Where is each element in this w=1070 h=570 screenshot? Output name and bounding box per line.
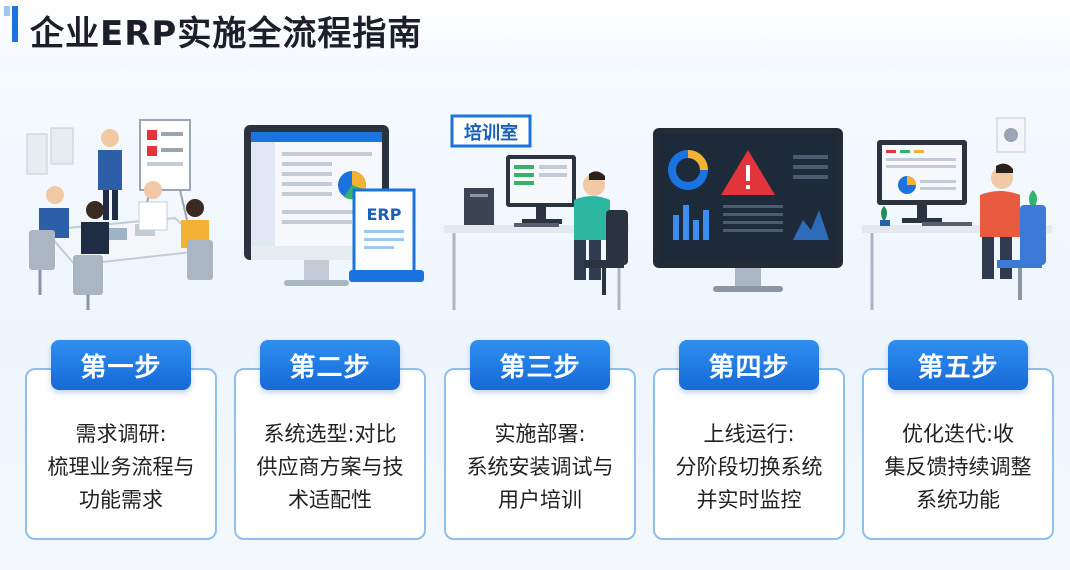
training-room-scene-icon: 培训室: [444, 114, 629, 310]
step-1: 第一步 需求调研: 梳理业务流程与 功能需求: [25, 0, 225, 570]
step-badge-4: 第四步: [679, 340, 819, 390]
step-card-1: [25, 368, 217, 540]
step-3-line-3: 用户培训: [498, 488, 582, 512]
step-card-2: [234, 368, 426, 540]
step-2: ERP 第二步 系统选型:对比 供应商方案与技 术适配性: [234, 0, 434, 570]
step-5-line-1: 优化迭代:收: [901, 422, 1015, 446]
step-card-3: [444, 368, 636, 540]
step-2-line-2: 供应商方案与技: [256, 455, 404, 479]
step-description-5: 优化迭代:收 集反馈持续调整 系统功能: [870, 418, 1046, 517]
step-3-line-2: 系统安装调试与: [466, 455, 614, 479]
step-5-line-2: 集反馈持续调整: [884, 455, 1032, 479]
page-title: 企业ERP实施全流程指南: [30, 14, 423, 54]
step-description-1: 需求调研: 梳理业务流程与 功能需求: [33, 418, 209, 517]
step-badge-3: 第三步: [470, 340, 610, 390]
step-badge-5: 第五步: [888, 340, 1028, 390]
step-2-line-1: 系统选型:对比: [263, 422, 397, 446]
step-card-4: [653, 368, 845, 540]
header-band: [0, 0, 1070, 70]
step-4-line-3: 并实时监控: [696, 488, 802, 512]
step-4-line-2: 分阶段切换系统: [675, 455, 823, 479]
step-3: 培训室 第三步 实施部署: 系统安装调试与 用户培训: [444, 0, 644, 570]
erp-monitor-scene-icon: ERP: [244, 125, 424, 286]
step-1-line-3: 功能需求: [79, 488, 163, 512]
step-5-line-3: 系统功能: [916, 488, 1000, 512]
step-1-line-1: 需求调研:: [75, 422, 167, 446]
monitoring-dashboard-scene-icon: [653, 128, 843, 292]
step-badge-1: 第一步: [51, 340, 191, 390]
logo-mark-icon: [4, 6, 18, 42]
training-room-sign: 培训室: [464, 122, 518, 144]
optimization-desk-scene-icon: [862, 117, 1052, 310]
step-4-line-1: 上线运行:: [703, 422, 795, 446]
step-2-line-3: 术适配性: [288, 488, 372, 512]
step-description-3: 实施部署: 系统安装调试与 用户培训: [452, 418, 628, 517]
step-3-line-1: 实施部署:: [494, 422, 586, 446]
step-5: 第五步 优化迭代:收 集反馈持续调整 系统功能: [862, 0, 1062, 570]
step-4: 第四步 上线运行: 分阶段切换系统 并实时监控: [653, 0, 853, 570]
step-badge-2: 第二步: [260, 340, 400, 390]
step-description-4: 上线运行: 分阶段切换系统 并实时监控: [661, 418, 837, 517]
step-1-line-2: 梳理业务流程与: [47, 455, 195, 479]
step-description-2: 系统选型:对比 供应商方案与技 术适配性: [242, 418, 418, 517]
erp-sign: ERP: [367, 205, 402, 224]
meeting-scene-icon: [26, 119, 213, 310]
